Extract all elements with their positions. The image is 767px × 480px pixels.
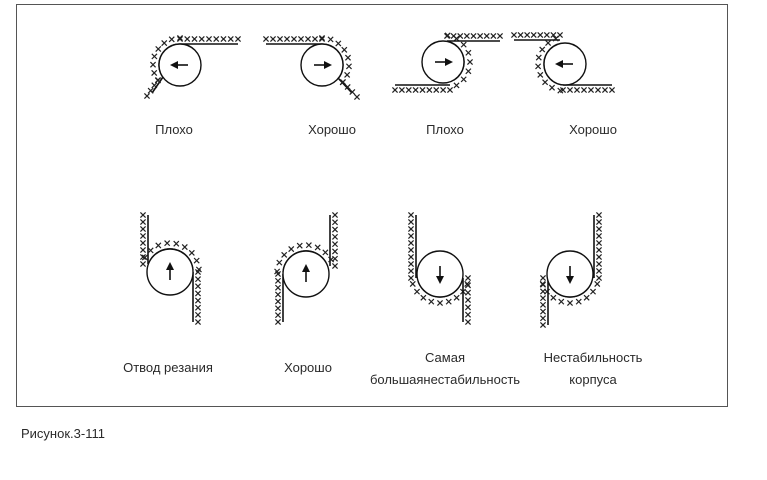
diagram-d3 — [391, 32, 504, 94]
diagram-d8 — [539, 211, 603, 329]
label-d2: Хорошо — [308, 122, 356, 137]
diagram-d4 — [510, 31, 616, 94]
label-d4: Хорошо — [569, 122, 617, 137]
diagram-d6 — [274, 211, 339, 326]
label-d3: Плохо — [426, 122, 464, 137]
label-d1: Плохо — [155, 122, 193, 137]
figure-caption: Рисунок.3-111 — [21, 426, 105, 441]
figure-frame — [16, 4, 728, 407]
diagram-d1 — [143, 34, 242, 100]
label-d6: Хорошо — [284, 360, 332, 375]
label-d5: Отвод резания — [123, 360, 213, 375]
diagram-d5 — [139, 211, 202, 326]
diagram-d7 — [407, 211, 472, 326]
diagram-d2 — [262, 34, 361, 101]
